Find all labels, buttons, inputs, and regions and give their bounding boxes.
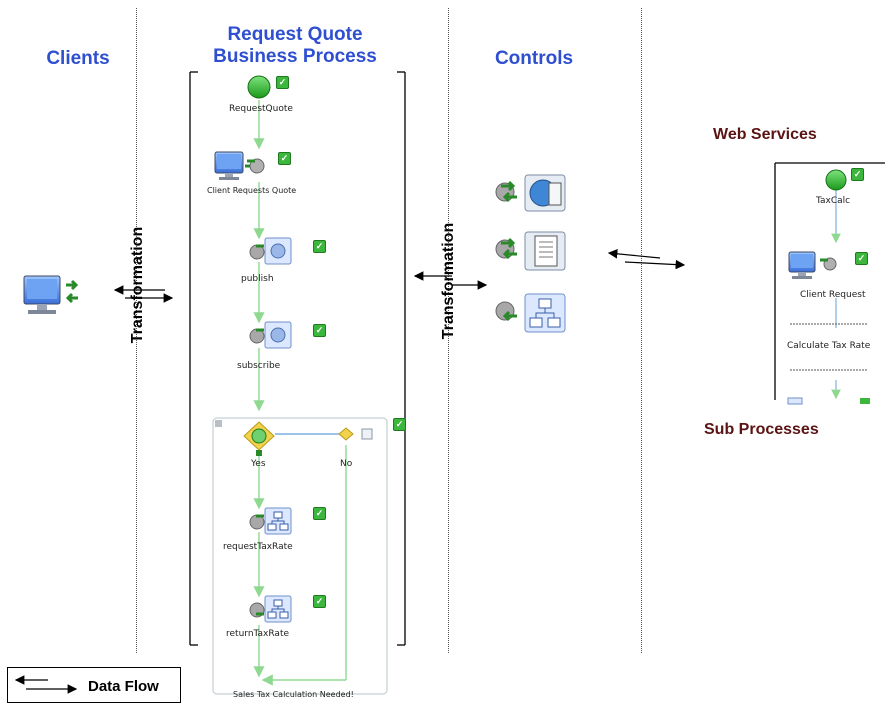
decision-diamond-icon bbox=[243, 421, 275, 456]
data-flow-arrows-middle bbox=[413, 271, 488, 290]
check-icon-group: ✓ bbox=[393, 418, 406, 431]
process-frame bbox=[189, 71, 406, 646]
legend-label: Data Flow bbox=[88, 678, 159, 695]
decision-no-label: No bbox=[340, 459, 353, 469]
data-flow-arrows-right bbox=[607, 249, 686, 270]
controls-tree-icon bbox=[495, 293, 566, 333]
check-icon-ws-start: ✓ bbox=[851, 168, 864, 181]
check-icon-return: ✓ bbox=[313, 595, 326, 608]
check-icon-ws-client: ✓ bbox=[855, 252, 868, 265]
group-collapse-icon[interactable] bbox=[215, 420, 222, 427]
return-tax-control-icon bbox=[249, 595, 292, 623]
start-label: RequestQuote bbox=[229, 104, 293, 114]
web-service-box bbox=[774, 162, 885, 405]
ws-start-label: TaxCalc bbox=[816, 196, 851, 206]
request-tax-label: requestTaxRate bbox=[223, 542, 293, 552]
sub-processes-heading: Sub Processes bbox=[704, 421, 819, 438]
client-requests-connector-icon bbox=[245, 158, 265, 174]
data-flow-legend: Data Flow bbox=[7, 667, 181, 703]
controls-heading: Controls bbox=[494, 48, 574, 69]
check-icon-client: ✓ bbox=[278, 152, 291, 165]
start-node-icon bbox=[247, 75, 271, 99]
separator-1 bbox=[136, 8, 137, 653]
request-quote-heading: Request Quote Business Process bbox=[190, 24, 400, 68]
return-tax-label: returnTaxRate bbox=[226, 629, 290, 639]
decision-no-diamond-icon bbox=[338, 427, 373, 441]
request-quote-line2: Business Process bbox=[213, 46, 377, 67]
legend-arrows-icon bbox=[14, 675, 78, 694]
ws-client-request-label: Client Request bbox=[800, 290, 866, 300]
client-connector-icon bbox=[65, 279, 79, 304]
check-icon-publish: ✓ bbox=[313, 240, 326, 253]
sales-tax-group-box bbox=[212, 417, 388, 695]
process-flow bbox=[253, 100, 347, 686]
publish-control-icon bbox=[249, 237, 292, 265]
controls-globe-service-icon bbox=[495, 174, 566, 212]
ws-calculate-label: Calculate Tax Rate bbox=[787, 341, 871, 351]
separator-3 bbox=[641, 8, 642, 653]
subscribe-label: subscribe bbox=[237, 361, 281, 371]
check-icon-start: ✓ bbox=[276, 76, 289, 89]
client-requests-label: Client Requests Quote bbox=[207, 186, 297, 195]
controls-document-icon bbox=[495, 231, 566, 271]
client-computer-icon bbox=[23, 275, 61, 314]
group-label: Sales Tax Calculation Needed! bbox=[233, 690, 354, 699]
check-icon-request: ✓ bbox=[313, 507, 326, 520]
clients-heading: Clients bbox=[46, 48, 110, 69]
check-icon-subscribe: ✓ bbox=[313, 324, 326, 337]
client-requests-computer-icon bbox=[214, 151, 244, 180]
decision-yes-label: Yes bbox=[251, 459, 266, 469]
request-quote-line1: Request Quote bbox=[227, 24, 363, 45]
subscribe-control-icon bbox=[249, 321, 292, 349]
web-services-heading: Web Services bbox=[713, 126, 817, 143]
data-flow-arrows-left bbox=[113, 285, 174, 303]
separator-2 bbox=[448, 8, 449, 653]
request-tax-control-icon bbox=[249, 507, 292, 535]
publish-label: publish bbox=[241, 274, 274, 284]
